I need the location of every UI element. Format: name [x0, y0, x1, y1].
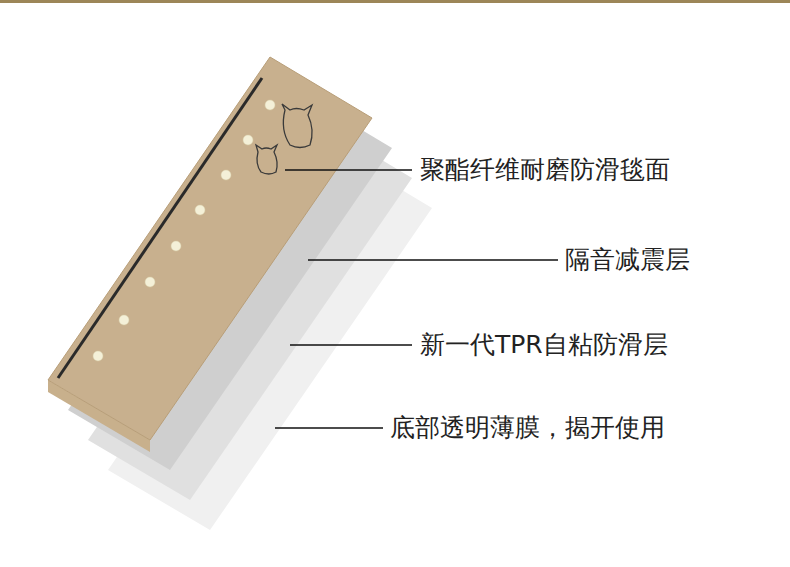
- cat-outline: [256, 104, 312, 174]
- callout-label: 隔音减震层: [563, 245, 692, 275]
- top-bar: [0, 0, 790, 3]
- callout-label: 聚酯纤维耐磨防滑毯面: [418, 155, 672, 185]
- callout-label: 新一代TPR自粘防滑层: [418, 330, 670, 360]
- paw-prints: [93, 100, 275, 361]
- callout-label: 底部透明薄膜，揭开使用: [388, 413, 667, 443]
- mat-edge-line: [58, 78, 262, 378]
- leader-lines: [275, 170, 558, 428]
- mat-surface: [48, 57, 372, 440]
